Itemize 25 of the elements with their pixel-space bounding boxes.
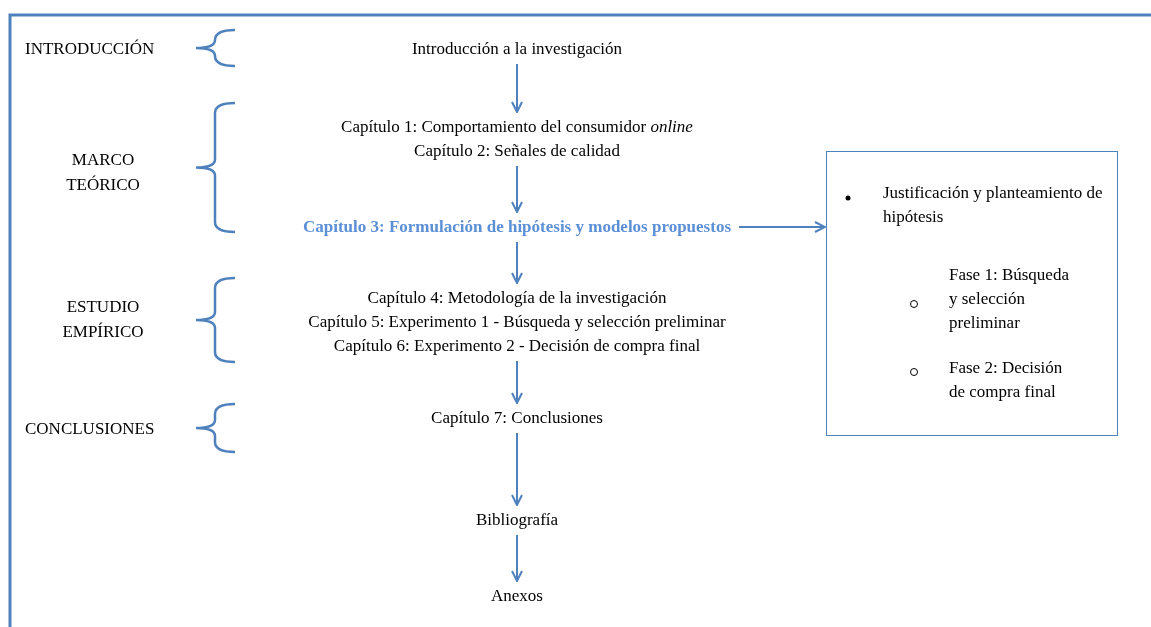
chapter-title: Anexos xyxy=(491,585,543,607)
section-label: ESTUDIO EMPÍRICO xyxy=(62,297,144,341)
chapter-title: Capítulo 7: Conclusiones xyxy=(431,407,603,429)
section-label: CONCLUSIONES xyxy=(25,419,155,438)
chapter-title: Capítulo 5: Experimento 1 - Búsqueda y selección preliminar xyxy=(308,311,726,333)
chapter-title: Capítulo 1: Comportamiento del consumidor online xyxy=(341,116,693,138)
chapter-title: Capítulo 2: Señales de calidad xyxy=(414,140,620,162)
section-label: INTRODUCCIÓN xyxy=(25,39,155,58)
section-label: MARCO TEÓRICO xyxy=(66,150,140,194)
chapter-title: Capítulo 4: Metodología de la investigación xyxy=(367,287,667,309)
chapter-title: Bibliografía xyxy=(475,509,559,531)
list-item: Justificación y planteamiento de hipótesis xyxy=(883,182,1104,228)
arrow xyxy=(511,241,523,284)
chapter-title: Capítulo 6: Experimento 2 - Decisión de compra final xyxy=(333,335,701,357)
arrow xyxy=(511,534,523,582)
chapter-title: Introducción a la investigación xyxy=(411,38,623,60)
arrow xyxy=(738,221,826,233)
info-box xyxy=(826,151,1118,436)
arrow xyxy=(511,63,523,113)
arrow xyxy=(511,432,523,506)
arrow xyxy=(511,165,523,213)
arrow xyxy=(511,360,523,404)
chapter-title: Capítulo 3: Formulación de hipótesis y modelos propuestos xyxy=(303,216,731,238)
sub-list-item: Fase 1: Búsqueda y selección preliminar xyxy=(949,264,1069,334)
sub-list-item: Fase 2: Decisión de compra final xyxy=(949,357,1064,403)
